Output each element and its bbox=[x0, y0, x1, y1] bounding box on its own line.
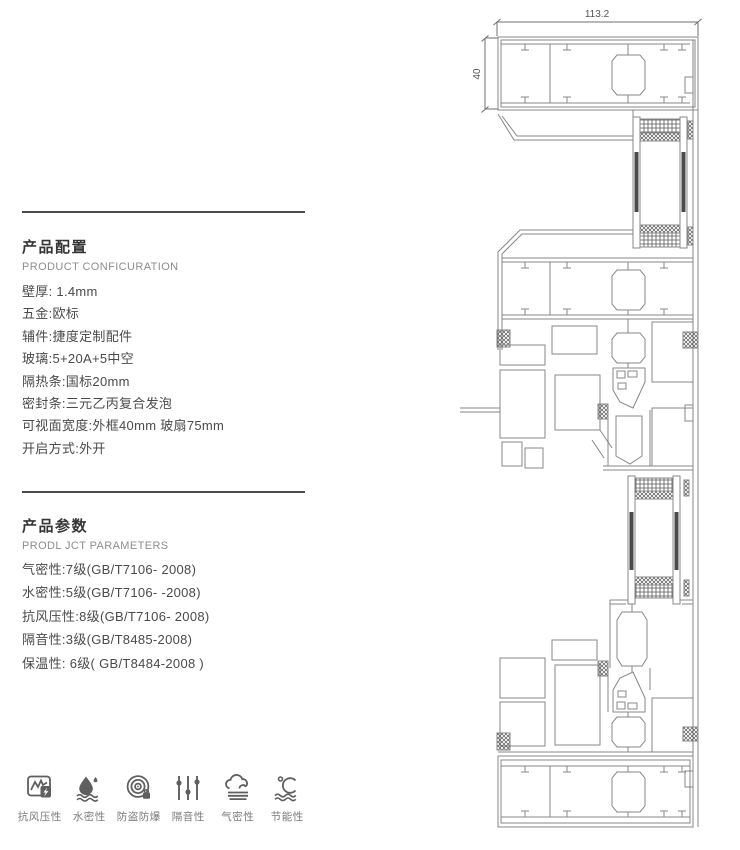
glazing-unit-2 bbox=[627, 475, 690, 605]
section-divider-top bbox=[22, 211, 305, 213]
config-item: 开启方式:外开 bbox=[22, 440, 106, 456]
feature-label: 抗风压性 bbox=[17, 811, 62, 823]
config-item: 壁厚: 1.4mm bbox=[22, 284, 98, 299]
params-list: 气密性:7级(GB/T7106- 2008) 水密性:5级(GB/T7106- … bbox=[22, 558, 210, 675]
feature-label: 气密性 bbox=[221, 811, 255, 823]
config-item: 密封条:三元乙丙复合发泡 bbox=[22, 395, 173, 411]
config-item: 玻璃:5+20A+5中空 bbox=[22, 351, 134, 367]
profile-cross-section-drawing: 113.2 40 bbox=[440, 0, 740, 845]
water-tightness-icon bbox=[74, 772, 104, 804]
feature-anti-theft: 防盗防爆 bbox=[114, 772, 164, 824]
param-item: 抗风压性:8级(GB/T7106- 2008) bbox=[22, 608, 210, 624]
params-title: 产品参数 bbox=[22, 518, 89, 535]
config-item: 可视面宽度:外框40mm 玻扇75mm bbox=[22, 418, 225, 434]
feature-air-tightness: 气密性 bbox=[213, 772, 263, 824]
bottom-junction bbox=[496, 639, 699, 757]
middle-junction bbox=[460, 229, 699, 471]
section-divider-middle bbox=[22, 491, 305, 493]
config-list: 壁厚: 1.4mm 五金:欧标 辅件:捷度定制配件 玻璃:5+20A+5中空 隔… bbox=[22, 281, 224, 460]
anti-theft-icon bbox=[124, 772, 154, 804]
energy-saving-icon bbox=[272, 772, 302, 804]
feature-icons-row: 抗风压性 水密性 防盗防爆 bbox=[15, 772, 312, 824]
feature-water-tightness: 水密性 bbox=[65, 772, 115, 824]
param-item: 水密性:5级(GB/T7106- -2008) bbox=[22, 585, 201, 601]
feature-wind-pressure: 抗风压性 bbox=[15, 772, 65, 824]
air-tightness-icon bbox=[223, 772, 253, 804]
config-subtitle: PRODUCT CONFICURATION bbox=[22, 261, 179, 273]
config-section-header: 产品配置 PRODUCT CONFICURATION bbox=[22, 236, 179, 273]
width-dimension-label: 113.2 bbox=[585, 9, 610, 20]
config-item: 五金:欧标 bbox=[22, 306, 80, 322]
glazing-unit-1 bbox=[632, 116, 694, 249]
right-frame-wall bbox=[692, 37, 699, 827]
param-item: 气密性:7级(GB/T7106- 2008) bbox=[22, 562, 197, 577]
param-item: 保温性: 6级( GB/T8484-2008 ) bbox=[22, 655, 205, 671]
sound-insulation-icon bbox=[173, 772, 203, 804]
config-title: 产品配置 bbox=[22, 239, 89, 256]
feature-sound-insulation: 隔音性 bbox=[164, 772, 214, 824]
wind-pressure-icon bbox=[25, 772, 55, 804]
dimension-lines bbox=[481, 18, 702, 113]
bottom-frame-band bbox=[497, 755, 694, 828]
glass-cup-band bbox=[607, 599, 693, 712]
feature-label: 节能性 bbox=[270, 811, 304, 823]
config-item: 隔热条:国标20mm bbox=[22, 373, 130, 389]
feature-label: 防盗防爆 bbox=[116, 811, 161, 823]
feature-label: 隔音性 bbox=[171, 811, 205, 823]
feature-label: 水密性 bbox=[72, 811, 106, 823]
config-item: 辅件:捷度定制配件 bbox=[22, 328, 133, 344]
feature-energy-saving: 节能性 bbox=[263, 772, 313, 824]
params-section-header: 产品参数 PRODL JCT PARAMETERS bbox=[22, 515, 169, 552]
param-item: 隔音性:3级(GB/T8485-2008) bbox=[22, 632, 193, 648]
params-subtitle: PRODL JCT PARAMETERS bbox=[22, 540, 169, 552]
height-dimension-label: 40 bbox=[472, 68, 483, 80]
